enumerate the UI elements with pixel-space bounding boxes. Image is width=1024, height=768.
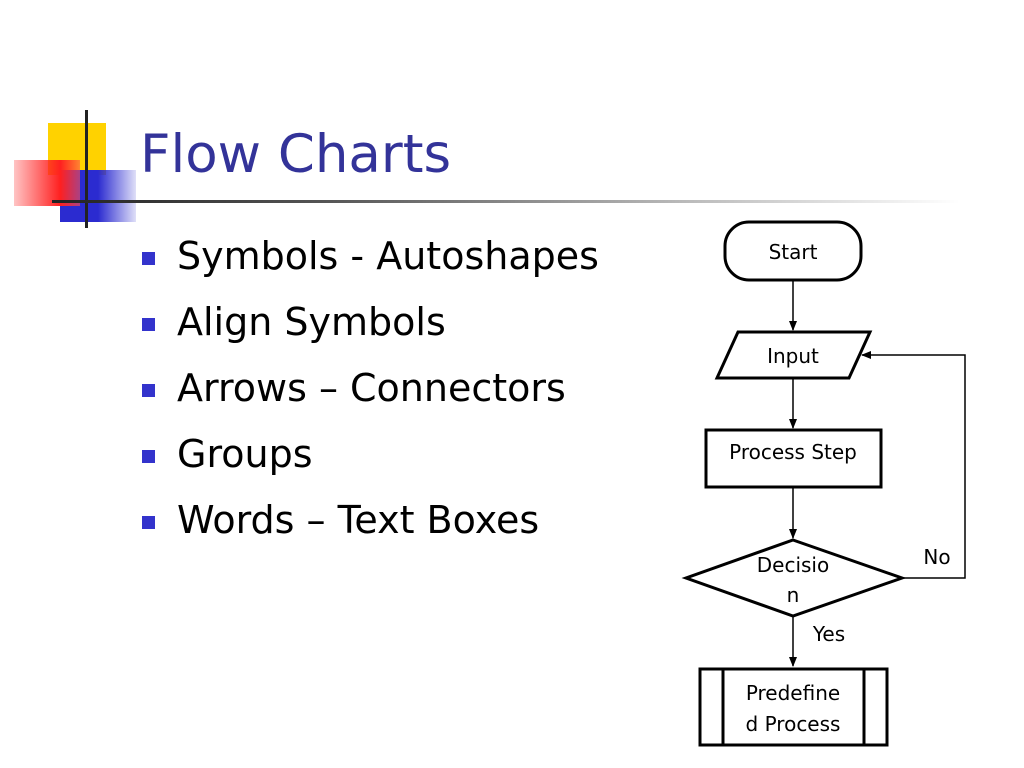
title-underline	[52, 200, 960, 203]
bullet-square-icon	[142, 252, 155, 265]
bullet-square-icon	[142, 516, 155, 529]
no-label: No	[923, 545, 950, 569]
process-step-label: Process Step	[729, 440, 857, 464]
input-parallelogram	[714, 330, 873, 380]
predefined-label-line1: Predefine	[746, 681, 840, 705]
start-label: Start	[769, 240, 818, 264]
bullet-text: Groups	[177, 432, 313, 476]
slide-title: Flow Charts	[140, 124, 452, 185]
predefined-process-box	[698, 667, 889, 747]
bullet-text: Words – Text Boxes	[177, 498, 540, 542]
bullet-text: Symbols - Autoshapes	[177, 234, 599, 278]
bullet-text: Align Symbols	[177, 300, 446, 344]
decision-label-line2: n	[787, 583, 800, 607]
bullet-square-icon	[142, 384, 155, 397]
decision-label-line1: Decisio	[757, 553, 829, 577]
connector-no-loop	[861, 351, 966, 579]
input-label: Input	[767, 344, 819, 368]
predefined-label-line2: d Process	[746, 712, 841, 736]
yes-label: Yes	[812, 622, 845, 646]
bullet-text: Arrows – Connectors	[177, 366, 566, 410]
logo-red-square	[14, 160, 80, 206]
logo-vertical-line	[85, 110, 88, 228]
process-step-box	[704, 428, 883, 489]
bullet-square-icon	[142, 450, 155, 463]
bullet-square-icon	[142, 318, 155, 331]
